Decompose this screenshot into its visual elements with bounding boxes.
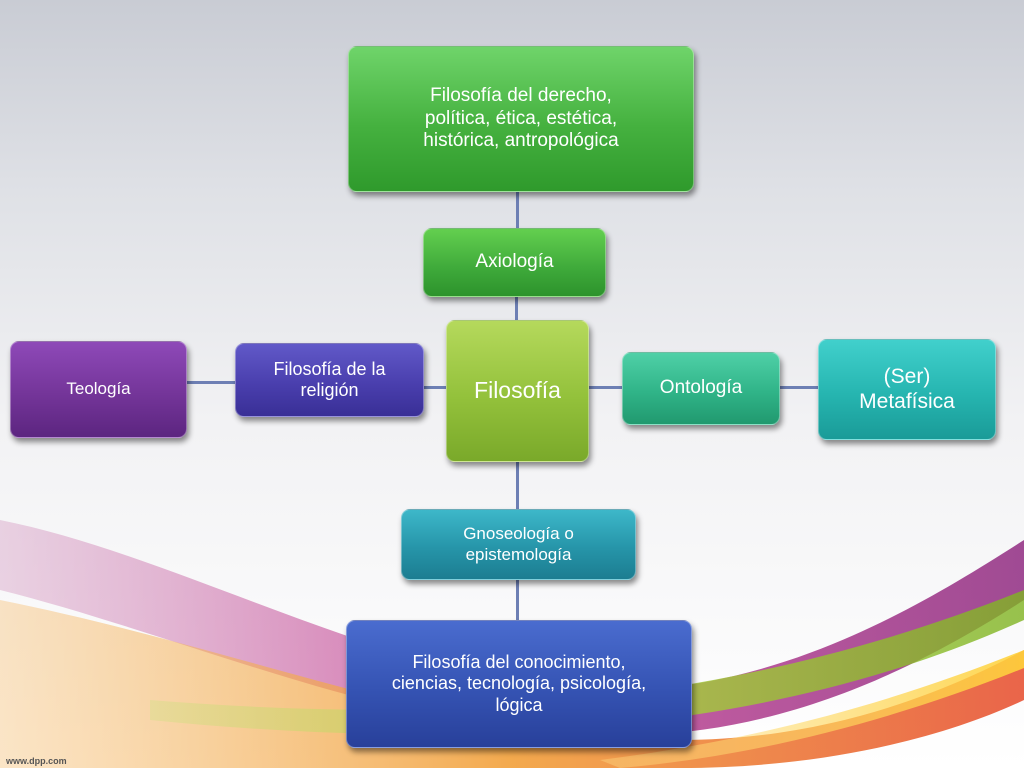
node-gnoseologia: Gnoseología o epistemología <box>401 509 636 580</box>
node-ontologia-label: Ontología <box>659 377 743 399</box>
node-filosofia-center: Filosofía <box>446 320 589 462</box>
node-conocimiento-line-2: ciencias, tecnología, psicología, <box>391 673 647 694</box>
connector-teologia-religion <box>187 381 235 384</box>
node-axiologia: Axiología <box>423 228 606 297</box>
watermark: www.dpp.com <box>6 756 67 766</box>
node-axiologia-label: Axiología <box>475 251 554 273</box>
node-religion-line-1: Filosofía de la <box>273 358 386 379</box>
connector-detail-axiologia <box>516 192 519 228</box>
node-filosofia-label: Filosofía <box>474 377 561 404</box>
node-metafisica: (Ser) Metafísica <box>818 339 996 440</box>
connector-axiologia-center <box>515 297 518 321</box>
node-axiologia-detail-line-1: Filosofía del derecho, <box>430 85 612 107</box>
node-axiologia-detail: Filosofía del derecho, política, ética, … <box>348 46 694 192</box>
connector-center-gnoseologia <box>516 460 519 510</box>
node-teologia: Teología <box>10 341 187 438</box>
node-axiologia-detail-line-2: política, ética, estética, <box>424 107 618 129</box>
node-metafisica-line-2: Metafísica <box>859 389 955 413</box>
node-religion-line-2: religión <box>300 380 359 400</box>
node-gnoseologia-line-1: Gnoseología o <box>463 524 574 544</box>
connector-center-ontologia <box>588 386 622 389</box>
node-teologia-label: Teología <box>66 379 131 399</box>
node-filosofia-religion: Filosofía de la religión <box>235 343 424 417</box>
connector-ontologia-metafisica <box>780 386 820 389</box>
node-ontologia: Ontología <box>622 352 780 425</box>
connector-religion-center <box>424 386 446 389</box>
node-conocimiento-detail: Filosofía del conocimiento, ciencias, te… <box>346 620 692 748</box>
node-axiologia-detail-line-3: histórica, antropológica <box>423 130 619 152</box>
node-gnoseologia-line-2: epistemología <box>465 544 572 564</box>
connector-gnoseologia-detail <box>516 580 519 620</box>
node-conocimiento-line-3: lógica <box>495 694 543 715</box>
node-metafisica-line-1: (Ser) <box>883 364 931 388</box>
node-conocimiento-line-1: Filosofía del conocimiento, <box>412 652 626 673</box>
